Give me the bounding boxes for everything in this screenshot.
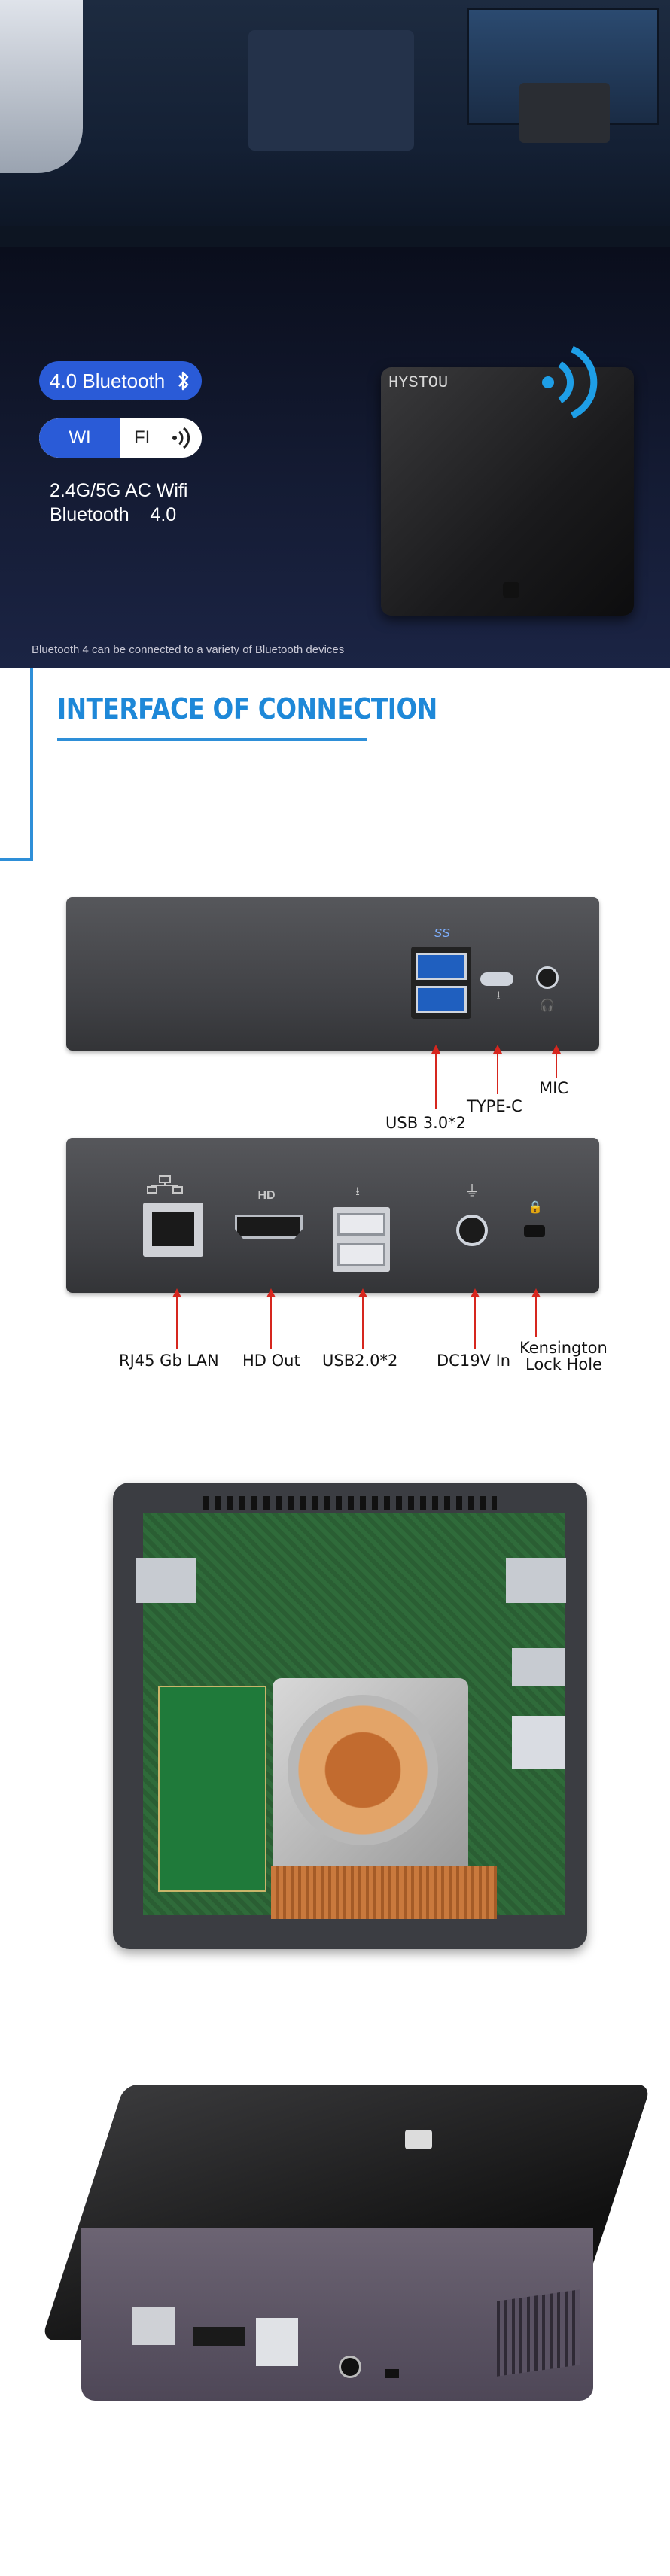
bluetooth-pill: 4.0 Bluetooth xyxy=(39,361,202,400)
kensington-callout-line xyxy=(535,1296,537,1337)
internal-lan-port xyxy=(506,1558,566,1603)
product-lan-port xyxy=(132,2307,175,2345)
wireless-wave-icon xyxy=(542,345,598,419)
person-silhouette xyxy=(248,30,414,151)
wifi-pill-right: FI xyxy=(120,418,202,458)
hero-photo xyxy=(0,0,670,247)
product-power-button xyxy=(405,2130,432,2149)
device-brand-label: HYSTOU xyxy=(388,373,449,392)
hdout-label: HD Out xyxy=(242,1352,300,1370)
usb30-arrow xyxy=(431,1045,440,1054)
rj45-callout-line xyxy=(176,1296,178,1349)
dc-callout-line xyxy=(474,1296,476,1349)
heading-underline xyxy=(57,738,367,741)
kensington-label-line1: Kensington xyxy=(519,1339,608,1357)
product-hdmi-port xyxy=(193,2327,245,2346)
lan-icon xyxy=(146,1175,184,1194)
kensington-slot xyxy=(524,1225,545,1237)
mic-callout-line xyxy=(556,1052,557,1078)
dc-arrow xyxy=(471,1288,480,1297)
usb30-port-bottom xyxy=(416,986,467,1013)
kensington-label-line2: Lock Hole xyxy=(525,1355,602,1373)
wifi-signal-icon xyxy=(172,427,190,449)
typec-usb-icon: ⭳ xyxy=(496,990,501,1002)
product-kensington-slot xyxy=(385,2369,399,2378)
camera-mount xyxy=(0,0,83,173)
dc-label: DC19V In xyxy=(437,1352,511,1370)
typec-callout-line xyxy=(497,1052,498,1094)
usb30-callout-line xyxy=(435,1052,437,1109)
mic-jack xyxy=(536,966,559,989)
mic-arrow xyxy=(552,1045,561,1054)
photo-bottom-strip xyxy=(0,226,670,247)
ram-module xyxy=(158,1686,266,1892)
device-top-view xyxy=(381,367,634,616)
usb20-arrow xyxy=(358,1288,367,1297)
spec-line-bluetooth: Bluetooth 4.0 xyxy=(50,504,177,525)
power-button-icon xyxy=(503,582,519,598)
bluetooth-pill-label: 4.0 Bluetooth xyxy=(50,370,166,392)
usb30-ports xyxy=(411,947,471,1019)
interface-heading-section: INTERFACE OF CONNECTION xyxy=(0,668,670,864)
product-side-vents xyxy=(497,2289,580,2377)
hd-callout-line xyxy=(270,1296,272,1349)
product-usb-ports xyxy=(256,2318,298,2366)
front-panel xyxy=(66,897,599,1051)
wifi-pill: WI FI xyxy=(39,418,202,458)
dc-plug-icon: ⏚ xyxy=(464,1183,480,1200)
copper-heatsink xyxy=(271,1866,497,1919)
bluetooth-caption: Bluetooth 4 can be connected to a variet… xyxy=(32,643,345,656)
usb20-port-bottom xyxy=(337,1243,385,1266)
heading-accent-frame xyxy=(0,668,33,861)
internal-front-usb xyxy=(136,1558,196,1603)
kensington-arrow xyxy=(531,1288,541,1297)
typec-label: TYPE-C xyxy=(467,1097,522,1115)
hd-icon: HD xyxy=(257,1189,276,1202)
usb20-label: USB2.0*2 xyxy=(322,1352,398,1370)
spec-line-wifi: 2.4G/5G AC Wifi xyxy=(50,480,188,501)
cpu-fan xyxy=(288,1695,438,1845)
hdmi-port xyxy=(235,1215,303,1239)
usb20-icon: ⭳ xyxy=(355,1185,360,1198)
rj45-socket xyxy=(152,1212,194,1246)
product-dc-jack xyxy=(339,2356,361,2378)
wifi-pill-right-label: FI xyxy=(134,427,151,448)
internal-usb-ports xyxy=(512,1716,565,1769)
rj45-arrow xyxy=(172,1288,181,1297)
desk-phone xyxy=(519,83,610,143)
wifi-pill-left: WI xyxy=(39,418,120,458)
usb20-callout-line xyxy=(362,1296,364,1349)
rj45-port xyxy=(143,1203,203,1257)
usb20-port-top xyxy=(337,1213,385,1236)
usb20-ports xyxy=(333,1207,390,1272)
bluetooth-icon xyxy=(178,371,189,391)
dc-jack xyxy=(456,1215,488,1246)
hd-arrow xyxy=(266,1288,276,1297)
lock-icon: 🔒 xyxy=(528,1201,543,1214)
typec-port xyxy=(480,972,513,986)
usb30-label: USB 3.0*2 xyxy=(385,1114,467,1132)
section-title: INTERFACE OF CONNECTION xyxy=(57,692,437,725)
wireless-section: 4.0 Bluetooth WI FI 2.4G/5G AC Wifi Blue… xyxy=(0,247,670,668)
usb30-icon: SS xyxy=(434,927,450,940)
mic-icon: 🎧 xyxy=(540,999,555,1012)
vent-slots xyxy=(203,1496,497,1510)
usb30-port-top xyxy=(416,953,467,980)
typec-arrow xyxy=(493,1045,502,1054)
rj45-label: RJ45 Gb LAN xyxy=(119,1352,219,1370)
internal-hdmi-port xyxy=(512,1648,565,1686)
mic-label: MIC xyxy=(539,1079,568,1097)
